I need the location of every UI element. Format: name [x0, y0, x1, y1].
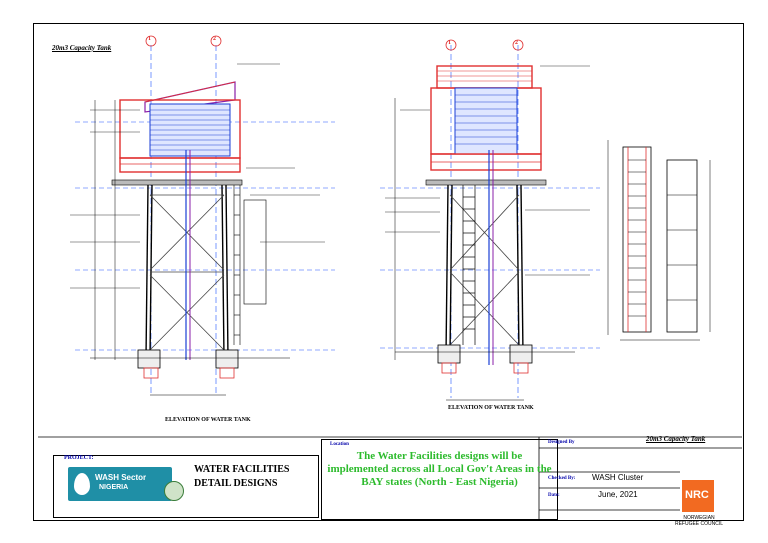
location-text: The Water Facilities designs will be imp… — [327, 450, 552, 488]
project-panel: PROJECT: WASH Sector NIGERIA WATER FACIL… — [53, 455, 319, 518]
location-label: Location — [330, 442, 349, 447]
logo-line-2: NIGERIA — [99, 484, 129, 491]
date-label: Date: — [548, 493, 560, 498]
nrc-name-line-1: NORWEGIAN — [683, 515, 715, 521]
designed-by-label: Designed By — [548, 440, 575, 445]
project-title-line-1: WATER FACILITIES — [194, 464, 290, 475]
ladder-detail — [607, 140, 711, 341]
wash-sector-logo: WASH Sector NIGERIA — [68, 467, 184, 501]
grid-marker-2-middle: 2 — [515, 40, 518, 46]
project-title: WATER FACILITIES DETAIL DESIGNS — [194, 463, 290, 491]
nrc-name-line-2: REFUGEE COUNCIL — [674, 521, 724, 527]
approval-panel: Designed By Checked By: WASH Cluster Dat… — [542, 437, 742, 519]
nrc-name: NORWEGIAN REFUGEE COUNCIL — [666, 515, 732, 527]
elevation-caption-middle: ELEVATION OF WATER TANK — [448, 405, 534, 411]
nigeria-coat-of-arms-icon — [164, 481, 184, 501]
project-label: PROJECT: — [64, 455, 94, 461]
capacity-caption-bottom: 20m3 Capacity Tank — [646, 435, 706, 443]
title-block-lines — [38, 436, 742, 520]
left-elevation — [70, 35, 335, 396]
elevation-caption-left: ELEVATION OF WATER TANK — [165, 417, 251, 423]
drawing-frame — [33, 23, 744, 521]
grid-marker-2-left: 2 — [213, 36, 216, 42]
location-panel: Location The Water Facilities designs wi… — [321, 439, 558, 520]
checked-by-value: WASH Cluster — [592, 473, 644, 482]
project-title-line-2: DETAIL DESIGNS — [194, 478, 278, 489]
logo-line-1: WASH Sector — [95, 473, 147, 482]
date-value: June, 2021 — [598, 490, 638, 499]
checked-by-label: Checked By: — [548, 476, 576, 481]
capacity-caption-top: 20m3 Capacity Tank — [52, 44, 112, 52]
middle-elevation — [380, 39, 600, 401]
water-drop-icon — [74, 473, 90, 495]
grid-marker-1-middle: 1 — [448, 40, 451, 46]
nrc-logo-text: NRC — [685, 489, 709, 501]
title-block: PROJECT: WASH Sector NIGERIA WATER FACIL… — [38, 437, 742, 520]
grid-marker-1-left: 1 — [148, 36, 151, 42]
nrc-logo: NRC — [682, 480, 714, 512]
